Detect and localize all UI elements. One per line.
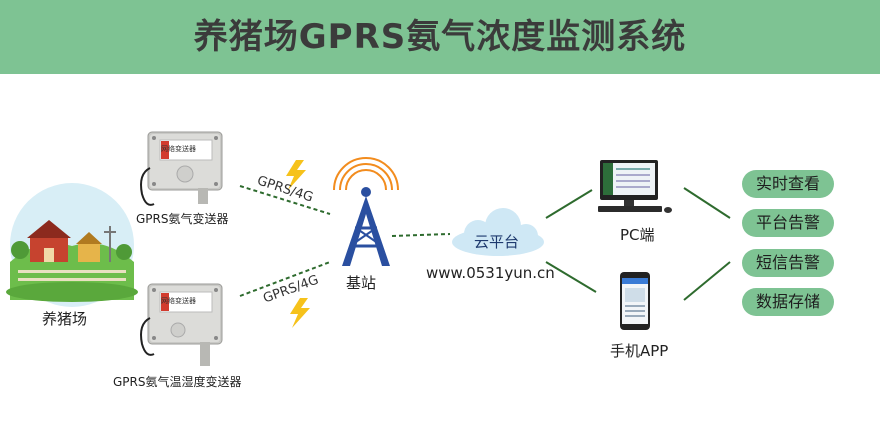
ammonia-temp-humidity-transmitter-device — [140, 283, 223, 366]
cloud-label: 云平台 — [474, 233, 520, 251]
feature-realtime-view: 实时查看 — [742, 170, 834, 198]
pig-farm-illustration — [6, 183, 138, 307]
feature-sms-alarm: 短信告警 — [742, 249, 834, 277]
pc-computer-icon — [598, 160, 672, 213]
base-station-tower-icon — [333, 157, 399, 266]
page-title: 养猪场GPRS氨气浓度监测系统 — [193, 17, 687, 57]
ammonia-transmitter-device — [140, 131, 223, 206]
mobile-phone-icon — [620, 272, 650, 330]
sensor2-plate: 网络变送器 — [161, 297, 196, 305]
sensor1-label: GPRS氨气变送器 — [136, 212, 229, 226]
cloud-icon — [452, 208, 544, 256]
gprs-link-lower — [239, 261, 331, 297]
sensor2-label: GPRS氨气温湿度变送器 — [113, 375, 242, 389]
tower-label: 基站 — [346, 274, 377, 292]
pc-label: PC端 — [620, 226, 655, 244]
lightning-icon — [290, 298, 310, 328]
gprs-link-upper — [239, 185, 331, 215]
lightning-icon — [286, 160, 306, 190]
farm-label: 养猪场 — [42, 310, 88, 328]
feature-data-storage: 数据存储 — [742, 288, 834, 316]
tower-cloud-link — [391, 233, 451, 237]
phone-label: 手机APP — [610, 342, 669, 360]
website-label: www.0531yun.cn — [426, 264, 555, 282]
feature-platform-alarm: 平台告警 — [742, 209, 834, 237]
title-banner: 养猪场GPRS氨气浓度监测系统 — [0, 0, 880, 74]
sensor1-plate: 网络变送器 — [161, 145, 196, 153]
